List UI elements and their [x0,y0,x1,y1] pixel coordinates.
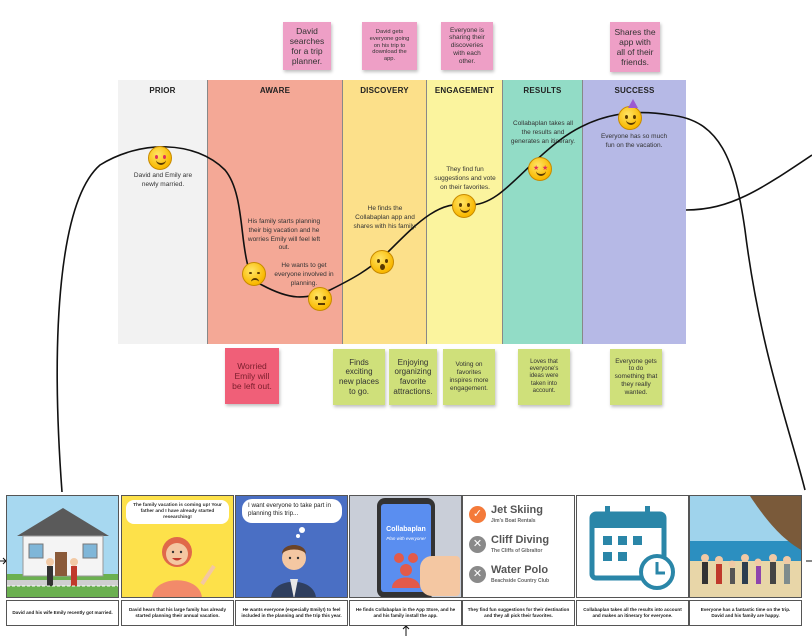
hand [420,556,460,596]
storyboard-panel-4: Collabaplan Plan with everyone! [349,495,462,598]
stage-title-discovery: DISCOVERY [360,86,409,95]
sticky-share-app: Shares the app with all of their friends… [610,22,660,72]
speech-bubble: The family vacation is coming up! Your f… [126,500,229,524]
calendar-clock-icon [589,506,675,590]
check-icon: ✓ [469,506,486,523]
stage-title-aware: AWARE [259,86,291,95]
stage-results: RESULTS [503,80,583,344]
stage-title-prior: PRIOR [149,86,176,95]
thought-bubble: I want everyone to take part in planning… [242,499,342,523]
sticky-loves: Loves that everyone's ideas were taken i… [518,349,570,405]
surprised-face-icon [370,250,394,274]
stage-title-results: RESULTS [523,86,562,95]
storyboard-panel-7 [689,495,802,598]
storyboard-panel-1 [6,495,119,598]
x-circle-icon: ✕ [469,566,486,583]
sticky-sharing-discoveries: Everyone is sharing their discoveries wi… [441,22,493,70]
sticky-finds-places: Finds exciting new places to go. [333,349,385,405]
vote-item-1[interactable]: ✓ Jet Skiing Jim's Boat Rentals [469,504,573,530]
star-struck-face-icon: ★★ [528,157,552,181]
mother-illustration [152,537,216,597]
storyboard-panel-2: The family vacation is coming up! Your f… [121,495,234,598]
note-aware-2: He wants to get everyone involved in pla… [274,262,334,287]
x-circle-icon: ✕ [469,536,486,553]
thinking-face-icon [308,287,332,311]
people-logo-icon [392,553,420,588]
stage-discovery: DISCOVERY [343,80,427,344]
caption-3: He wants everyone (especially Emily!) to… [235,600,348,626]
caption-2: David hears that his large family has al… [121,600,234,626]
sticky-enjoying: Enjoying organizing favorite attractions… [389,349,437,405]
sticky-everyone: Everyone gets to do something that they … [610,349,662,405]
note-results: Collabaplan takes all the results and ge… [510,120,576,145]
stage-aware: AWARE [208,80,343,344]
vote-item-title: Cliff Diving [491,534,550,546]
caption-7: Everyone has a fantastic time on the tri… [689,600,802,626]
house-couple-illustration [7,508,118,597]
vote-item-title: Jet Skiing [491,504,543,516]
note-success: Everyone has so much fun on the vacation… [600,133,668,149]
caption-4: He finds Collabaplan in the App Store, a… [349,600,462,626]
stage-engagement: ENGAGEMENT [427,80,503,344]
sticky-download-app: David gets everyone going on his trip to… [362,22,417,70]
vote-item-sub: Beachside Country Club [491,578,550,584]
note-engagement: They find fun suggestions and vote on th… [434,166,496,191]
vote-item-sub: Jim's Boat Rentals [491,518,536,524]
love-face-icon [148,146,172,170]
vote-item-sub: The Cliffs of Gibraltor [491,548,543,554]
note-discovery: He finds the Collabaplan app and shares … [353,205,417,230]
stage-title-success: SUCCESS [614,86,655,95]
party-face-icon [618,99,642,130]
grinning-face-icon [452,194,476,218]
caption-5: They find fun suggestions for their dest… [462,600,575,626]
note-prior: David and Emily are newly married. [133,172,193,188]
caption-6: Collabaplan takes all the results into a… [576,600,689,626]
stage-prior: PRIOR [118,80,208,344]
storyboard-panel-5: ✓ Jet Skiing Jim's Boat Rentals ✕ Cliff … [462,495,575,598]
app-name: Collabaplan [386,526,426,533]
sticky-worried: Worried Emily will be left out. [225,348,279,404]
note-aware-1: His family starts planning their big vac… [247,218,321,252]
sticky-search-trip-planner: David searches for a trip planner. [283,22,331,70]
storyboard-panel-6 [576,495,689,598]
disappointed-face-icon [242,262,266,286]
app-tagline: Plan with everyone! [386,536,426,541]
sticky-voting: Voting on favorites inspires more engage… [443,349,495,405]
vote-item-2[interactable]: ✕ Cliff Diving The Cliffs of Gibraltor [469,534,573,560]
caption-1: David and his wife Emily recently got ma… [6,600,119,626]
family-beach-illustration [690,496,801,597]
vote-item-3[interactable]: ✕ Water Polo Beachside Country Club [469,564,573,590]
stage-title-engagement: ENGAGEMENT [434,86,495,95]
david-thinking-illustration [271,527,316,597]
vote-item-title: Water Polo [491,564,549,576]
storyboard-panel-3: I want everyone to take part in planning… [235,495,348,598]
